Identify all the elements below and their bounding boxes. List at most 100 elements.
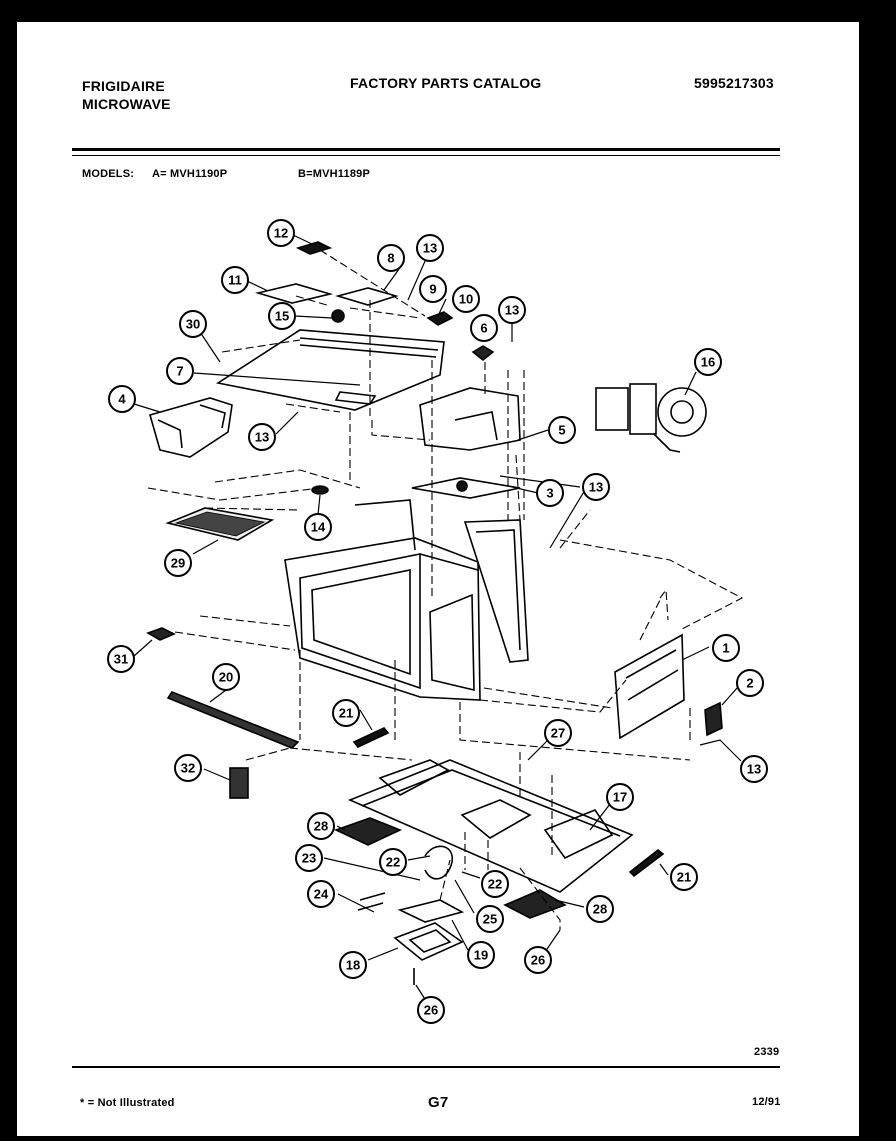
callout-13-label: 13: [589, 480, 603, 495]
callout-11-bubble: [221, 266, 249, 294]
callout-9-label: 9: [429, 282, 436, 297]
callout-25-bubble: [476, 905, 504, 933]
callout-22-bubble: [379, 848, 407, 876]
not-illustrated-note: * = Not Illustrated: [80, 1097, 175, 1109]
callout-21-label: 21: [339, 706, 353, 721]
motor-drawing: [595, 383, 707, 453]
callout-21-bubble: [670, 863, 698, 891]
product-label: MICROWAVE: [82, 96, 171, 112]
callout-15-bubble: [268, 302, 296, 330]
model-b: B=MVH1189P: [298, 168, 371, 180]
callout-4-label: 4: [118, 392, 126, 407]
callout-7-label: 7: [176, 364, 183, 379]
footer-rule: [72, 1066, 780, 1068]
callout-18-label: 18: [346, 958, 360, 973]
callout-22-label: 22: [386, 855, 400, 870]
callout-13-label: 13: [423, 241, 437, 256]
header-rule-thin: [72, 155, 780, 156]
callout-19-bubble: [467, 941, 495, 969]
callout-6-label: 6: [480, 321, 487, 336]
callout-3-label: 3: [546, 486, 553, 501]
callout-19-label: 19: [474, 948, 488, 963]
callout-17-bubble: [606, 783, 634, 811]
callout-26-bubble: [417, 996, 445, 1024]
callout-14-label: 14: [311, 520, 326, 535]
callout-10-bubble: [452, 285, 480, 313]
callout-2-bubble: [736, 669, 764, 697]
callout-18-bubble: [339, 951, 367, 979]
callout-30-bubble: [179, 310, 207, 338]
callout-8-label: 8: [387, 251, 394, 266]
assembly-leader-lines: [147, 249, 744, 930]
callout-26-label: 26: [531, 953, 545, 968]
callout-28-label: 28: [593, 902, 607, 917]
callout-24-bubble: [307, 880, 335, 908]
callout-9-bubble: [419, 275, 447, 303]
callout-26-bubble: [524, 946, 552, 974]
callout-3-bubble: [536, 479, 564, 507]
callout-32-bubble: [174, 754, 202, 782]
callout-21-label: 21: [677, 870, 691, 885]
callout-23-bubble: [295, 844, 323, 872]
callout-20-label: 20: [219, 670, 233, 685]
callout-24-label: 24: [314, 887, 329, 902]
callout-10-label: 10: [459, 292, 473, 307]
callout-5-label: 5: [558, 423, 565, 438]
callout-28-bubble: [586, 895, 614, 923]
callout-13-label: 13: [255, 430, 269, 445]
parts-line-drawing: [133, 234, 744, 1005]
callout-11-label: 11: [228, 273, 242, 288]
callout-13-label: 13: [505, 303, 519, 318]
callout-22-bubble: [481, 870, 509, 898]
callout-23-label: 23: [302, 851, 316, 866]
callout-29-bubble: [164, 549, 192, 577]
callout-29-label: 29: [171, 556, 185, 571]
page-code: G7: [428, 1094, 449, 1111]
model-a: A= MVH1190P: [152, 168, 228, 180]
callout-26-label: 26: [424, 1003, 438, 1018]
figure-code: 2339: [754, 1046, 780, 1058]
callout-14-bubble: [304, 513, 332, 541]
callout-13-bubble: [498, 296, 526, 324]
catalog-number: 5995217303: [694, 75, 774, 91]
brand-label: FRIGIDAIRE: [82, 78, 165, 94]
callout-4-bubble: [108, 385, 136, 413]
callout-28-label: 28: [314, 819, 328, 834]
callout-5-bubble: [548, 416, 576, 444]
callout-8-bubble: [377, 244, 405, 272]
callout-1-label: 1: [722, 641, 729, 656]
catalog-title: FACTORY PARTS CATALOG: [350, 75, 542, 91]
callout-6-bubble: [470, 314, 498, 342]
callout-25-label: 25: [483, 912, 497, 927]
callout-31-label: 31: [114, 652, 128, 667]
callout-12-label: 12: [274, 226, 288, 241]
callout-16-label: 16: [701, 355, 715, 370]
callout-2-label: 2: [746, 676, 753, 691]
callout-13-bubble: [740, 755, 768, 783]
callout-13-bubble: [582, 473, 610, 501]
callout-30-label: 30: [186, 317, 200, 332]
callout-7-bubble: [166, 357, 194, 385]
callout-20-bubble: [212, 663, 240, 691]
callout-22-label: 22: [488, 877, 502, 892]
callout-27-bubble: [544, 719, 572, 747]
callout-31-bubble: [107, 645, 135, 673]
callout-21-bubble: [332, 699, 360, 727]
callout-12-bubble: [267, 219, 295, 247]
footer-date: 12/91: [752, 1096, 781, 1108]
callout-13-label: 13: [747, 762, 761, 777]
models-label: MODELS:: [82, 168, 135, 180]
callout-1-bubble: [712, 634, 740, 662]
callout-17-label: 17: [613, 790, 627, 805]
callout-27-label: 27: [551, 726, 565, 741]
callout-32-label: 32: [181, 761, 195, 776]
callout-13-bubble: [248, 423, 276, 451]
callout-16-bubble: [694, 348, 722, 376]
header-rule-thick: [72, 148, 780, 151]
callout-15-label: 15: [275, 309, 289, 324]
catalog-sheet: [17, 22, 859, 1136]
callout-13-bubble: [416, 234, 444, 262]
